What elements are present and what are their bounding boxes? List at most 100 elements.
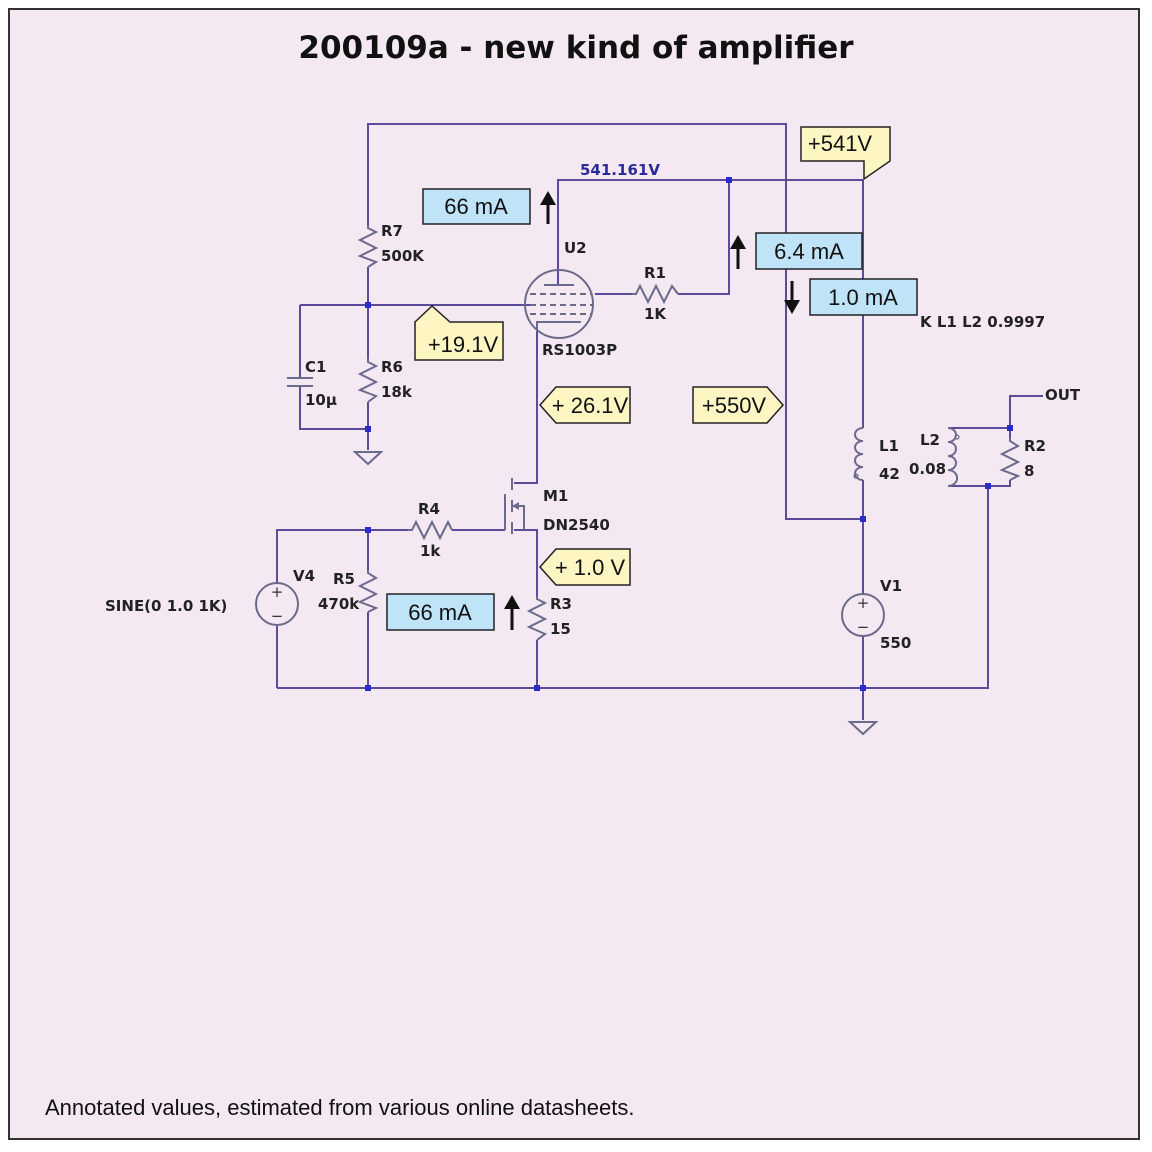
svg-text:+ 26.1V: + 26.1V (552, 393, 629, 418)
annotation-v-cathode: + 26.1V (538, 386, 631, 424)
arrow-down-icon (784, 281, 800, 314)
resistor-r3 (526, 596, 548, 641)
r2-value: 8 (1024, 462, 1034, 480)
source-v1-circle (841, 593, 885, 637)
svg-text:66 mA: 66 mA (444, 194, 508, 219)
tube-cathode (536, 321, 581, 332)
c1-name: C1 (305, 358, 326, 376)
annotation-i-plate: 66 mA (422, 188, 531, 225)
svg-text:+541V: +541V (808, 131, 873, 156)
wire-out (1009, 395, 1043, 428)
page-title: 200109a - new kind of amplifier (298, 30, 854, 66)
svg-text:6.4 mA: 6.4 mA (774, 239, 844, 264)
inductor-l2 (947, 427, 959, 487)
mosfet-body (512, 505, 525, 530)
svg-text:+: + (857, 594, 870, 612)
resistor-r6 (357, 358, 379, 403)
annotation-i-bias: 1.0 mA (809, 278, 918, 316)
inductor-l1 (854, 427, 864, 481)
u2-name: U2 (564, 239, 587, 257)
mosfet-m1 (504, 478, 525, 534)
r4-name: R4 (418, 500, 440, 518)
svg-text:66 mA: 66 mA (408, 600, 472, 625)
wire-l2-top (948, 427, 1011, 438)
svg-text:+: + (271, 583, 284, 601)
annotation-i-source: 66 mA (386, 593, 495, 631)
v1-value: 550 (880, 634, 911, 652)
l2-value: 0.08 (909, 460, 946, 478)
wire-cathode-drain (514, 332, 538, 484)
u2-value: RS1003P (542, 341, 617, 359)
tube-u2 (524, 269, 594, 339)
source-v1: + − (841, 593, 885, 637)
v4-value: SINE(0 1.0 1K) (105, 597, 227, 615)
annotation-v-grid: +19.1V (414, 304, 504, 361)
source-v4-circle (255, 582, 299, 626)
ground-v1 (847, 721, 879, 736)
junction-r5 (365, 527, 371, 533)
arrow-up-icon (540, 191, 556, 224)
r3-name: R3 (550, 595, 572, 613)
annotation-v-supply: +550V (692, 386, 785, 424)
junction-r2-top (1007, 425, 1013, 431)
c1-value: 10µ (305, 391, 337, 409)
m1-name: M1 (543, 487, 568, 505)
wire-ground-rail (277, 486, 989, 689)
m1-value: DN2540 (543, 516, 610, 534)
arrow-up-icon (504, 595, 520, 630)
r6-name: R6 (381, 358, 403, 376)
junction-r5-ground (365, 685, 371, 691)
r1-name: R1 (644, 264, 666, 282)
svg-text:1.0 mA: 1.0 mA (828, 285, 898, 310)
svg-text:+19.1V: +19.1V (428, 332, 499, 357)
wire-top-loop (367, 123, 863, 520)
resistor-r7 (357, 225, 379, 268)
out-label: OUT (1045, 386, 1081, 404)
wire-source-r3 (514, 529, 538, 596)
resistor-r2 (999, 438, 1021, 481)
r6-value: 18k (381, 383, 413, 401)
junction-node (726, 177, 732, 183)
ground-r6 (352, 451, 384, 466)
svg-text:+550V: +550V (702, 393, 767, 418)
source-v4: + − (255, 582, 299, 626)
footer-note: Annotated values, estimated from various… (45, 1095, 635, 1120)
node-voltage-label: 541.161V (580, 161, 660, 179)
r7-name: R7 (381, 222, 403, 240)
arrow-up-icon (730, 235, 746, 269)
svg-text:−: − (857, 618, 870, 636)
l2-name: L2 (920, 431, 940, 449)
mosfet-arrow (512, 502, 519, 510)
v4-name: V4 (293, 567, 315, 585)
wire-node-r1 (678, 180, 730, 295)
l1-value: 42 (879, 465, 900, 483)
v1-name: V1 (880, 577, 902, 595)
annotation-i-r1: 6.4 mA (755, 232, 863, 270)
r3-value: 15 (550, 620, 571, 638)
svg-text:−: − (271, 607, 284, 625)
wire-v4-r4 (276, 529, 408, 583)
junction-r6 (365, 426, 371, 432)
svg-text:+ 1.0 V: + 1.0 V (555, 555, 626, 580)
resistor-r5 (357, 570, 379, 613)
l1-name: L1 (879, 437, 899, 455)
wire-plate (557, 179, 863, 285)
wires (276, 123, 1043, 720)
junction-grid (365, 302, 371, 308)
junctions (365, 177, 1013, 691)
annotation-v-plate: +541V (800, 126, 891, 181)
junction-r3-ground (534, 685, 540, 691)
inductor-l2-dot (954, 434, 960, 440)
tube-envelope (524, 269, 594, 339)
wire-c1-bottom (299, 386, 368, 430)
r1-value: 1K (644, 305, 667, 323)
coupling-directive: K L1 L2 0.9997 (920, 313, 1045, 331)
resistor-r1 (632, 283, 679, 305)
inductor-l1-dot (853, 473, 859, 479)
resistor-r4 (408, 519, 453, 541)
r5-name: R5 (333, 570, 355, 588)
r7-value: 500K (381, 247, 425, 265)
junction-supply (860, 516, 866, 522)
annotation-v-source: + 1.0 V (538, 548, 631, 586)
